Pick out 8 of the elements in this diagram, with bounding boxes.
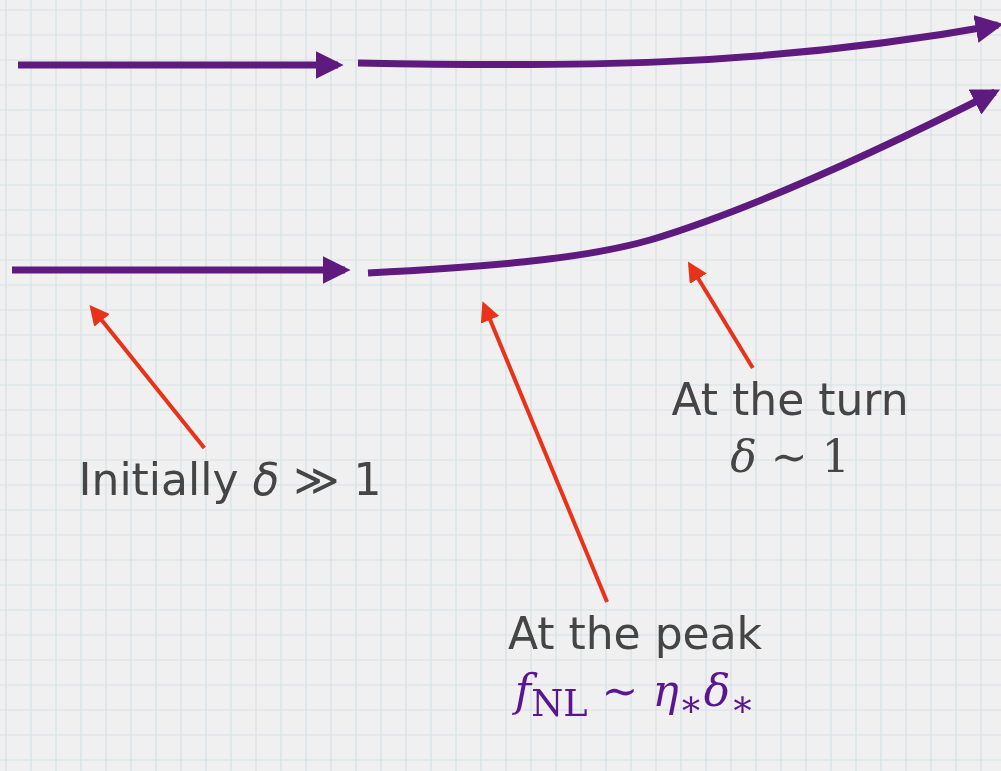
leader-line [480,301,609,603]
annotation-text: At the peak [506,607,764,661]
annotation-text: Initially δ ≫ 1 [77,453,383,507]
leader-line [89,304,206,450]
formula: f$_{NL}$ ∼ η$_{∗}$δ$_{∗}$ [511,664,757,727]
formula: δ ∼ 1 [729,430,851,484]
leader-line [687,261,755,370]
annotation-text: At the turn [670,373,910,427]
